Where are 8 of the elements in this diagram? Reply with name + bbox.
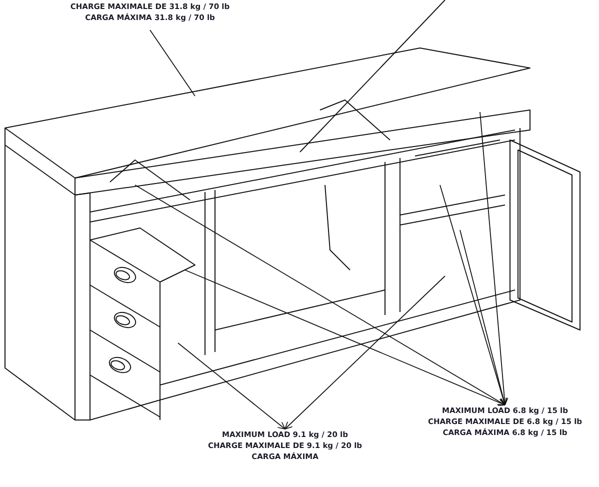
leader-line (184, 270, 506, 406)
leader-line (480, 112, 508, 406)
leader-line (150, 30, 196, 96)
leader-line (460, 230, 508, 406)
leader-line (178, 342, 286, 430)
leader-line (134, 184, 506, 406)
leader-line (284, 276, 446, 430)
leader-line (440, 184, 507, 406)
